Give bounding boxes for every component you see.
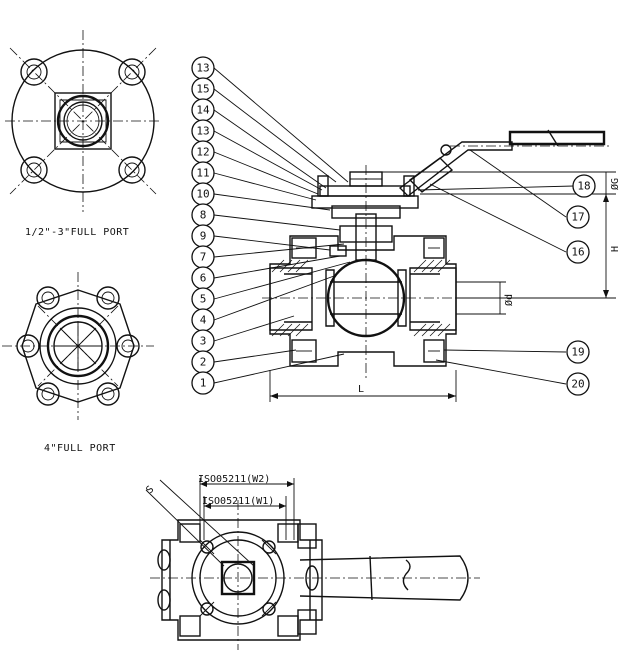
callouts-left: 13 15 14 13 12 11 10 8 9 7 6 5 4 3 2 1 — [191, 56, 215, 395]
callout-leaders — [213, 67, 575, 385]
callout-13-upper: 13 — [196, 62, 209, 75]
callout-4: 4 — [200, 314, 207, 327]
flange-view-small-port: 1/2"-3"FULL PORT — [5, 30, 161, 238]
callout-14: 14 — [196, 104, 210, 117]
callout-5: 5 — [200, 293, 207, 306]
callout-16: 16 — [571, 246, 584, 259]
callout-13-lower: 13 — [196, 125, 209, 138]
valve-plan-view: ISO05211(W2) ISO05211(W1) S — [144, 474, 480, 650]
dim-square-label: S — [144, 484, 156, 496]
dim-height-label: H — [610, 246, 621, 252]
callout-9: 9 — [200, 230, 207, 243]
callout-2: 2 — [200, 356, 207, 369]
callout-6: 6 — [200, 272, 207, 285]
callout-20: 20 — [571, 378, 584, 391]
callout-12: 12 — [196, 146, 209, 159]
callout-1: 1 — [200, 377, 207, 390]
callout-11: 11 — [196, 167, 209, 180]
caption-large-port: 4"FULL PORT — [44, 443, 116, 454]
dim-stem-label: ØG — [609, 178, 621, 190]
callout-10: 10 — [196, 188, 209, 201]
callout-3: 3 — [200, 335, 207, 348]
callout-19: 19 — [571, 346, 584, 359]
dim-iso-w1-label: ISO05211(W1) — [202, 496, 274, 507]
dim-length-label: L — [358, 384, 364, 395]
callouts-right: 18 17 16 19 20 — [566, 174, 596, 396]
callout-8: 8 — [200, 209, 207, 222]
flange-view-large-port: 4"FULL PORT — [2, 272, 154, 454]
caption-small-port: 1/2"-3"FULL PORT — [25, 227, 129, 238]
callout-17: 17 — [571, 211, 584, 224]
dim-iso-w2-label: ISO05211(W2) — [198, 474, 270, 485]
callout-7: 7 — [200, 251, 207, 264]
callout-18: 18 — [577, 180, 590, 193]
valve-section-view: L Ød H ØG — [262, 129, 621, 402]
callout-15: 15 — [196, 83, 209, 96]
dim-bore-label: Ød — [503, 294, 515, 306]
